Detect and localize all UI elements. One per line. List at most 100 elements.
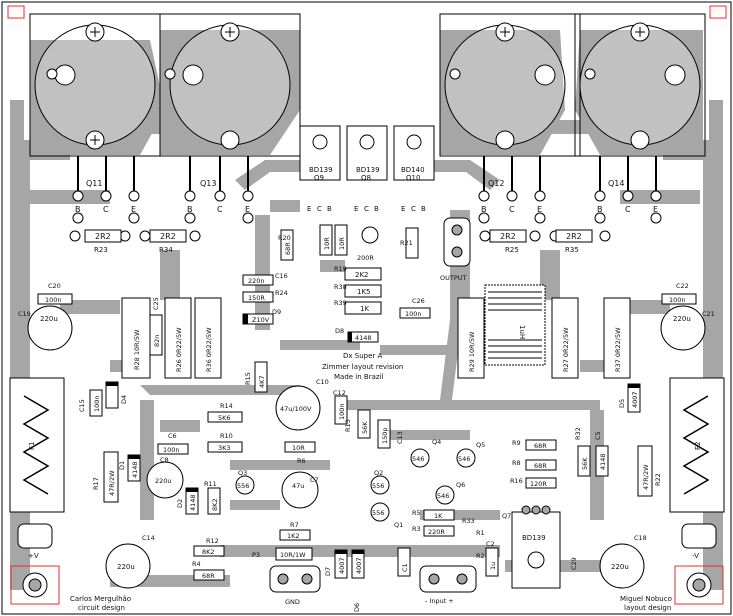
svg-text:R2: R2 — [476, 552, 485, 560]
svg-text:D4: D4 — [120, 395, 128, 404]
svg-text:R37 0R22/5W: R37 0R22/5W — [614, 327, 622, 372]
svg-text:C14: C14 — [142, 534, 155, 542]
svg-text:Q6: Q6 — [456, 481, 465, 489]
svg-text:R26 0R22/5W: R26 0R22/5W — [175, 327, 183, 372]
resistor-r23: 2R2 R23 — [84, 229, 122, 254]
supply-labels: +V -V — [17, 523, 717, 560]
svg-text:B: B — [597, 205, 603, 214]
svg-text:220u: 220u — [673, 315, 691, 323]
svg-text:C10: C10 — [316, 378, 329, 386]
c26: 100n C26 — [399, 297, 431, 319]
resistor-r29: R29 10R/5W — [457, 297, 485, 379]
svg-text:R15: R15 — [244, 372, 252, 385]
svg-text:2R2: 2R2 — [500, 232, 516, 241]
resistor-r25: 2R2 R25 — [489, 229, 527, 254]
svg-text:+V: +V — [28, 552, 39, 560]
right-vertical-parts: 56K R32 4148 C5 47R/2W R22 47R/2W R17 — [92, 427, 662, 503]
svg-text:3K3: 3K3 — [218, 444, 231, 452]
svg-text:68R: 68R — [534, 442, 547, 450]
svg-text:C8: C8 — [160, 456, 169, 464]
cap-c10: 47u/100V C10 — [275, 378, 329, 431]
diodes-d1-d2: 4148 D1 4148 D2 8K2 R11 — [118, 454, 221, 515]
svg-text:R3: R3 — [412, 525, 421, 533]
svg-text:4007: 4007 — [338, 557, 346, 574]
layout-credit-role: layout design — [624, 604, 671, 612]
svg-text:R28 10R/5W: R28 10R/5W — [133, 329, 141, 370]
svg-text:BD139: BD139 — [522, 534, 546, 542]
cap-c8: 220u C8 — [146, 456, 184, 499]
svg-text:47u/100V: 47u/100V — [280, 405, 312, 413]
svg-text:F1: F1 — [28, 442, 36, 450]
svg-text:B: B — [187, 205, 193, 214]
driver-q8: BD139 Q8 E C B — [346, 125, 388, 213]
q14-label: Q14 — [608, 179, 624, 188]
svg-text:546: 546 — [437, 492, 449, 500]
svg-text:150R: 150R — [248, 294, 265, 302]
svg-text:100n: 100n — [45, 296, 62, 304]
svg-text:546: 546 — [412, 455, 424, 463]
svg-text:R19: R19 — [334, 265, 347, 273]
designer-credit-role: circuit design — [78, 604, 125, 612]
cap-c20-c19: C20 100n C19 220u — [18, 282, 73, 351]
svg-text:R38: R38 — [334, 283, 347, 291]
svg-text:Dx Super A: Dx Super A — [343, 352, 382, 360]
resistor-r16: R16 120R — [510, 477, 557, 489]
svg-text:R25: R25 — [505, 246, 519, 254]
svg-text:R35: R35 — [565, 246, 579, 254]
svg-text:D7: D7 — [324, 567, 332, 576]
cap-c12: 100n C12 — [333, 389, 348, 425]
svg-text:Q4: Q4 — [432, 438, 441, 446]
svg-text:C29: C29 — [570, 557, 578, 570]
diodes-d7-d6: 4007 D7 4007 D6 — [324, 549, 365, 612]
svg-text:R29 10R/5W: R29 10R/5W — [468, 331, 476, 372]
resistor-r26: R26 0R22/5W — [164, 297, 192, 379]
svg-text:C: C — [217, 205, 223, 214]
svg-text:4148: 4148 — [131, 461, 139, 478]
svg-text:1uH: 1uH — [518, 325, 526, 339]
svg-text:150p: 150p — [381, 427, 389, 444]
svg-text:E: E — [131, 205, 136, 214]
svg-text:C: C — [317, 205, 322, 213]
svg-text:546: 546 — [458, 455, 470, 463]
cap-c29: C29 — [570, 557, 578, 570]
svg-text:C: C — [625, 205, 631, 214]
resistor-r37: R37 0R22/5W — [603, 297, 631, 379]
center-resistors: 68R R20 10R 10R R21 200R — [278, 224, 419, 262]
svg-text:Z10V: Z10V — [252, 316, 270, 324]
svg-text:E: E — [245, 205, 250, 214]
svg-text:- Input +: - Input + — [425, 597, 454, 605]
resistor-r9: R9 68R — [512, 439, 557, 451]
svg-text:C: C — [364, 205, 369, 213]
svg-text:R32: R32 — [574, 427, 582, 440]
svg-text:R6: R6 — [297, 457, 306, 465]
svg-text:4148: 4148 — [355, 334, 372, 342]
resistor-r14: R14 5K6 — [207, 402, 243, 423]
resistor-stack: 2K2 R19 1K5 R38 1K R39 — [334, 265, 382, 315]
svg-text:220u: 220u — [155, 477, 172, 485]
svg-text:56K: 56K — [361, 421, 369, 434]
svg-text:GND: GND — [285, 598, 300, 606]
svg-text:10R: 10R — [323, 237, 331, 250]
svg-text:R12: R12 — [206, 537, 219, 545]
input-connector: - Input + — [419, 565, 477, 605]
transistor-legs — [77, 156, 657, 192]
r6: 10R R6 — [284, 441, 316, 465]
svg-text:C5: C5 — [594, 431, 602, 440]
fuse-f2: F2 — [669, 377, 725, 513]
svg-text:Q9: Q9 — [314, 174, 324, 182]
svg-text:R17: R17 — [92, 477, 100, 490]
svg-text:100n: 100n — [93, 395, 101, 412]
fuse-f1: F1 — [9, 377, 65, 513]
svg-text:556: 556 — [237, 482, 249, 490]
svg-text:B: B — [374, 205, 379, 213]
svg-text:68R: 68R — [284, 242, 292, 255]
svg-text:56K: 56K — [581, 457, 589, 470]
driver-q10: BD140 Q10 E C B — [393, 125, 435, 213]
d5: 4007 D5 — [618, 383, 641, 413]
svg-text:4007: 4007 — [631, 391, 639, 408]
svg-text:R16: R16 — [510, 477, 523, 485]
svg-text:100n: 100n — [405, 310, 422, 318]
svg-text:556: 556 — [372, 509, 384, 517]
power-transistor-q12 — [439, 13, 581, 157]
svg-text:D9: D9 — [272, 308, 281, 316]
